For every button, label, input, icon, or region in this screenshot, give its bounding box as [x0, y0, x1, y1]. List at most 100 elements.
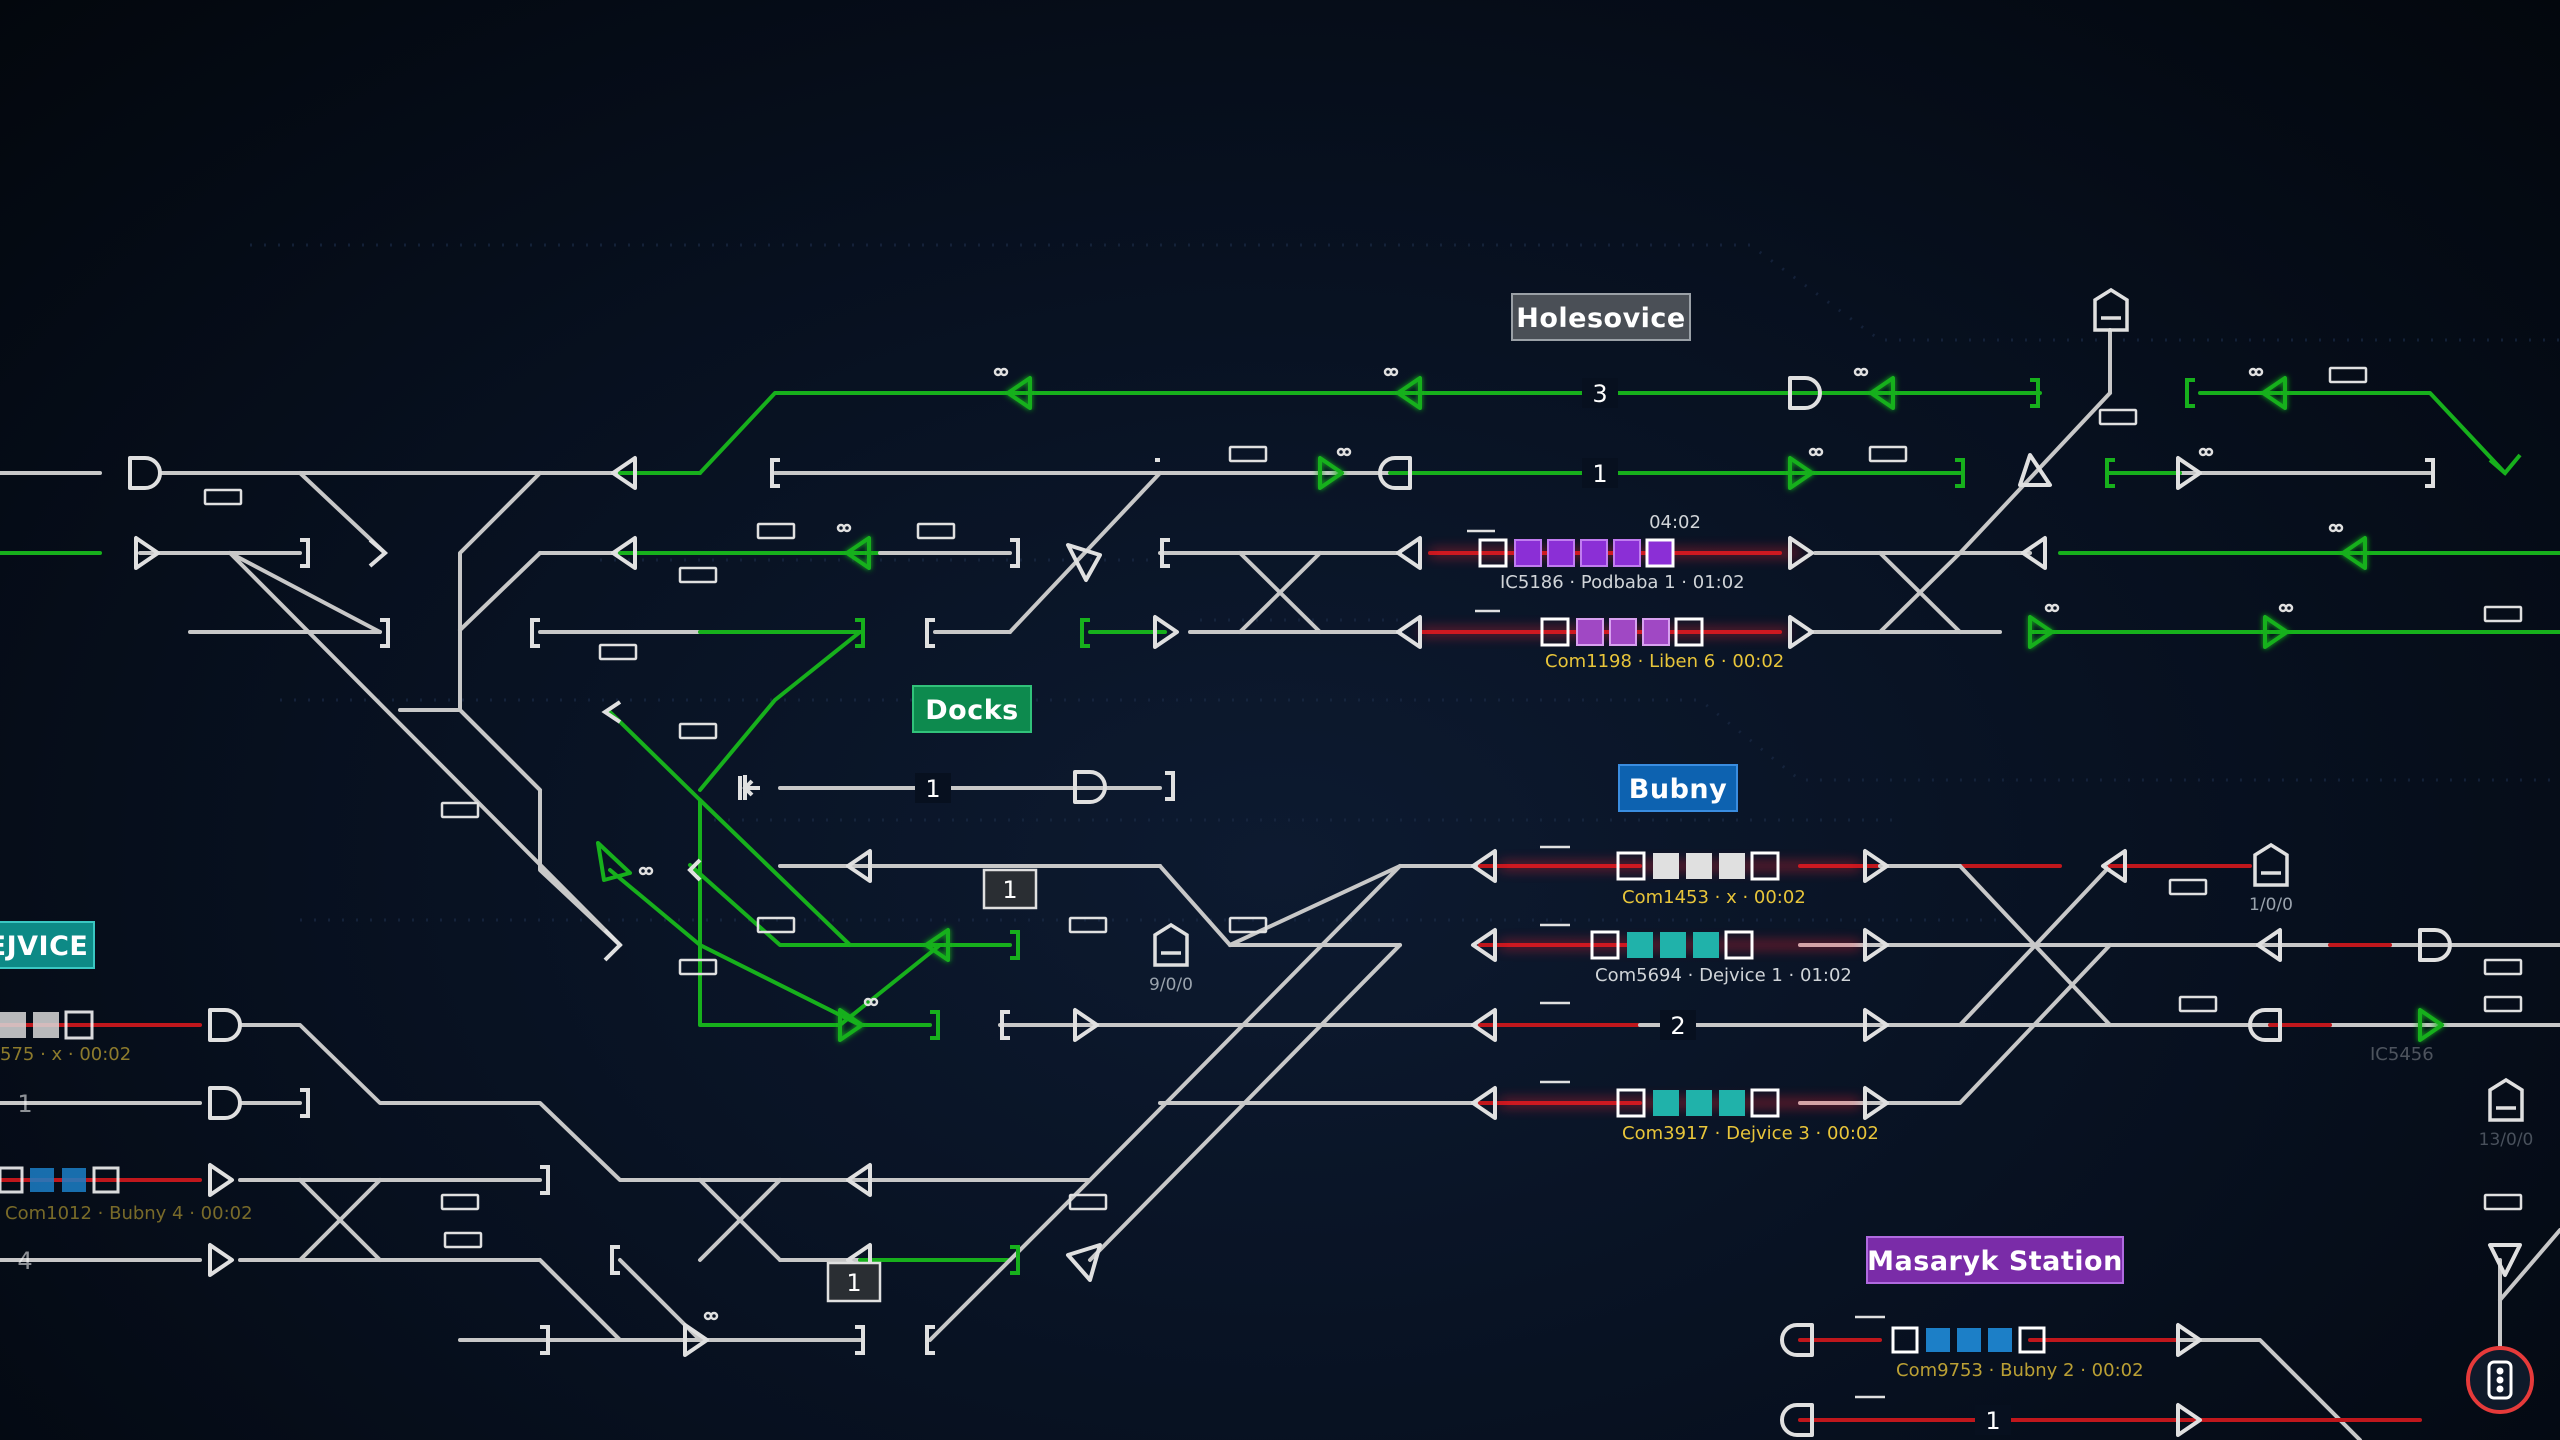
signal-icon — [2018, 453, 2052, 487]
signal-icon — [1066, 1243, 1102, 1282]
signal-icon — [1788, 536, 1814, 570]
signal-icon — [2021, 536, 2047, 570]
buffer-signal-icon — [208, 1008, 242, 1042]
train-label: Com1012 · Bubny 4 · 00:02 — [5, 1203, 253, 1224]
signal-icon — [2341, 536, 2367, 570]
signal-icon — [838, 1008, 864, 1042]
signal-icon — [1788, 615, 1814, 649]
signal-icon — [208, 1243, 234, 1277]
traffic-light-icon — [2487, 1360, 2513, 1400]
track-number: 1 — [1985, 1407, 2000, 1435]
signal-icon — [1471, 849, 1497, 883]
signal-icon — [1863, 1086, 1889, 1120]
signal-icon — [611, 536, 637, 570]
signal-tool-button[interactable] — [2466, 1346, 2534, 1414]
train-com1453: Com1453 · x · 00:02 — [1616, 851, 1806, 908]
track-number: 3 — [1592, 380, 1607, 408]
signal-icon — [2028, 615, 2054, 649]
train-ic5186: 04:02 IC5186 · Podbaba 1 · 01:02 — [1478, 512, 1745, 593]
signal-icon — [1863, 1008, 1889, 1042]
train-timer: 04:02 — [1649, 512, 1701, 533]
signal-icon — [596, 841, 632, 882]
train-label: Com5694 · Dejvice 1 · 01:02 — [1595, 965, 1852, 986]
train-com5694: Com5694 · Dejvice 1 · 01:02 — [1590, 930, 1852, 986]
switch-markers[interactable] — [203, 366, 2523, 1399]
train-label: IC5186 · Podbaba 1 · 01:02 — [1500, 572, 1745, 593]
signals[interactable] — [128, 376, 2522, 1437]
station-name: Masaryk Station — [1867, 1246, 2123, 1277]
buffer-signal-icon — [1780, 1403, 1814, 1437]
signal-icon — [1066, 543, 1102, 582]
signal-icon — [1863, 928, 1889, 962]
buffer-signal-icon — [1780, 1323, 1814, 1357]
depot-icon — [2093, 287, 2129, 332]
train-left575: 575 · x · 00:02 — [0, 1010, 131, 1065]
train-label: Com9753 · Bubny 2 · 00:02 — [1896, 1360, 2144, 1381]
signal-icon — [1318, 456, 1344, 490]
track-group — [0, 328, 2560, 1440]
background-pattern — [250, 243, 2560, 922]
station-label-docks[interactable]: Docks — [912, 685, 1032, 733]
depots[interactable] — [1153, 287, 2524, 1122]
signal-icon — [2176, 1323, 2202, 1357]
depot-count: 1/0/0 — [2249, 895, 2293, 915]
signal-icon — [208, 1163, 234, 1197]
signal-icon — [2101, 849, 2127, 883]
block-number-boxes[interactable]: 1 1 — [826, 868, 1038, 1303]
signal-icon — [1471, 1086, 1497, 1120]
station-name: Bubny — [1629, 774, 1727, 805]
train-label: Com1453 · x · 00:02 — [1622, 887, 1806, 908]
train-label: Com1198 · Liben 6 · 00:02 — [1545, 651, 1784, 672]
signal-icon — [1073, 1008, 1099, 1042]
buffer-signal-icon — [1378, 456, 1412, 490]
signal-icon — [1396, 615, 1422, 649]
buffer-signal-icon — [128, 456, 162, 490]
depot-icon — [2488, 1077, 2524, 1122]
station-label-masaryk[interactable]: Masaryk Station — [1866, 1236, 2124, 1284]
signal-icon — [2263, 615, 2289, 649]
signal-icon — [611, 456, 637, 490]
buffer-signal-icon — [2248, 1008, 2282, 1042]
signal-icon — [1396, 376, 1422, 410]
block-number: 1 — [1002, 876, 1017, 904]
depot-icon — [2253, 842, 2289, 887]
train-label: IC5456 — [2370, 1044, 2434, 1065]
signal-icon — [134, 536, 160, 570]
signal-icon — [1153, 615, 1179, 649]
track-number: 1 — [17, 1090, 32, 1118]
track-number: 2 — [1670, 1012, 1685, 1040]
signal-icon — [846, 849, 872, 883]
buffer-signal-icon — [208, 1086, 242, 1120]
signal-icon — [1471, 928, 1497, 962]
buffer-signal-icon — [1788, 376, 1822, 410]
station-label-dejvice[interactable]: EJVICE — [0, 921, 95, 969]
signal-icon — [1869, 376, 1895, 410]
signal-icon — [2256, 928, 2282, 962]
station-label-bubny[interactable]: Bubny — [1618, 764, 1738, 812]
signal-icon — [1396, 536, 1422, 570]
signal-icon — [924, 928, 950, 962]
track-numbers: 3 1 1 2 1 1 4 — [17, 378, 2011, 1435]
station-label-holesovice[interactable]: Holesovice — [1511, 293, 1691, 341]
depot-count: 13/0/0 — [2479, 1130, 2534, 1150]
signal-icon — [1006, 376, 1032, 410]
track-number: 4 — [17, 1247, 32, 1275]
station-name: EJVICE — [0, 931, 88, 962]
track-number: 1 — [1592, 460, 1607, 488]
signal-icon — [2176, 1403, 2202, 1437]
train-com1198: Com1198 · Liben 6 · 00:02 — [1540, 617, 1784, 672]
link-icons — [638, 367, 2344, 1321]
signal-icon — [2176, 456, 2202, 490]
depot-count: 9/0/0 — [1149, 975, 1193, 995]
buffer-signal-icon — [2418, 928, 2452, 962]
station-name: Docks — [925, 695, 1019, 726]
track-number: 1 — [925, 775, 940, 803]
signal-icon — [845, 536, 871, 570]
signal-icon — [2261, 376, 2287, 410]
station-name: Holesovice — [1516, 303, 1686, 334]
trains[interactable]: 04:02 IC5186 · Podbaba 1 · 01:02 Com1198… — [0, 512, 2434, 1381]
signal-icon — [846, 1163, 872, 1197]
train-label: Com3917 · Dejvice 3 · 00:02 — [1622, 1123, 1879, 1144]
signal-icon — [2418, 1008, 2444, 1042]
